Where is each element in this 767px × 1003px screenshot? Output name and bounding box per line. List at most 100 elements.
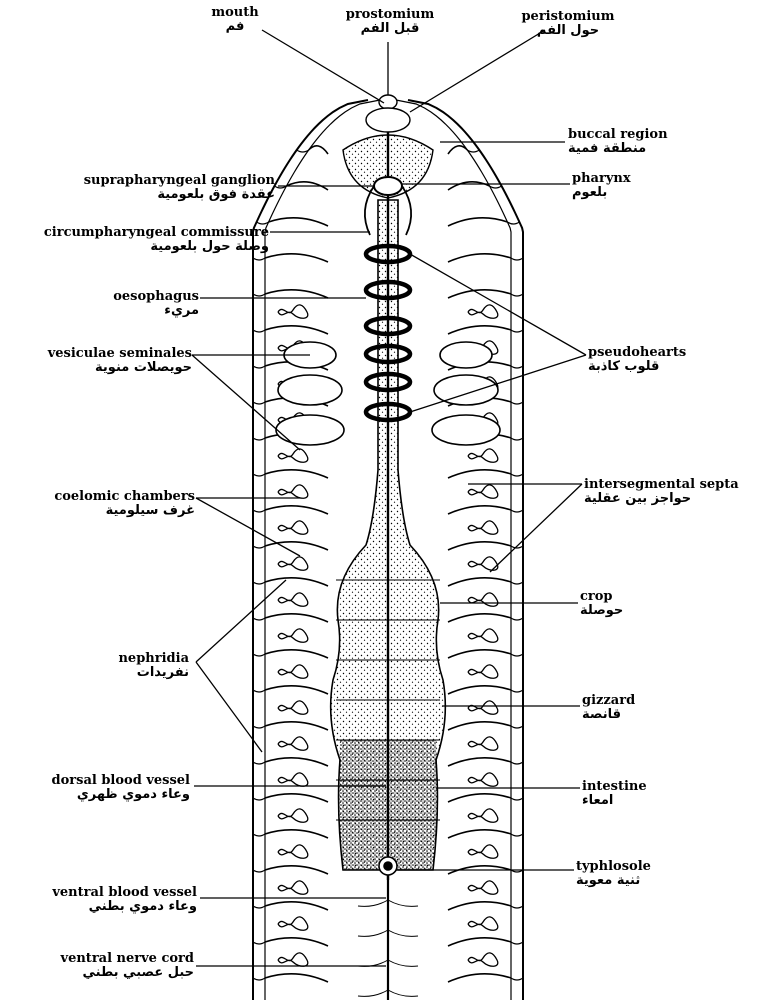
coelomic-chambers-label-ar: غرف سيلومية <box>54 504 195 518</box>
nephridium-coil <box>468 737 498 750</box>
septum-left <box>265 650 328 658</box>
label-coelomic-chambers: coelomic chambers غرف سيلومية <box>54 490 195 517</box>
ventral-blood-vessel-label-ar: وعاء دموي بطني <box>52 900 197 914</box>
septum-left <box>265 722 328 730</box>
leader-peristomium <box>410 30 545 112</box>
peristomium-label-ar: حول الفم <box>508 24 628 38</box>
prostomium-label-ar: قبل الفم <box>335 22 445 36</box>
buccal-region-label-ar: منطقة فمية <box>568 142 668 156</box>
septum-left <box>265 974 328 982</box>
label-gizzard: gizzard قانصة <box>582 694 635 721</box>
label-pseudohearts: pseudohearts قلوب كاذبة <box>588 346 686 373</box>
prostomium-label-en: prostomium <box>335 8 445 22</box>
nephridium-coil <box>468 449 498 462</box>
alimentary-canal <box>331 110 446 1000</box>
seminal-vesicle-left <box>278 375 342 405</box>
segment-furrow-right <box>511 978 523 980</box>
septum-left <box>265 866 328 874</box>
intersegmental-septa-label-ar: حواجز بين عقلية <box>584 492 739 506</box>
suprapharyngeal-ganglion-shape <box>374 177 402 195</box>
label-pharynx: pharynx بلعوم <box>572 172 631 199</box>
segment-furrow-right <box>511 798 523 800</box>
segment-furrow-left <box>253 366 265 368</box>
nephridia-label-ar: نفريدات <box>118 666 189 680</box>
segment-furrow-right <box>511 366 523 368</box>
nephridia-label-en: nephridia <box>118 652 189 666</box>
leader-nephridia-1 <box>196 580 286 662</box>
nephridium-coil <box>468 521 498 534</box>
coelomic-chambers-label-en: coelomic chambers <box>54 490 195 504</box>
nephridium-coil <box>278 809 308 822</box>
label-peristomium: peristomium حول الفم <box>508 10 628 37</box>
peristomium-label-en: peristomium <box>508 10 628 24</box>
septum-left <box>265 794 328 802</box>
segment-furrow-right <box>511 510 523 512</box>
segment-furrow-right <box>511 762 523 764</box>
crop-label-ar: حوصلة <box>580 604 623 618</box>
septum-left <box>265 542 328 550</box>
septum-right <box>448 722 511 730</box>
pharynx-label-en: pharynx <box>572 172 631 186</box>
septum-right <box>448 146 467 154</box>
nephridium-coil <box>278 701 308 714</box>
nephridium-coil <box>468 629 498 642</box>
segment-furrow-left <box>257 222 269 224</box>
circumpharyngeal-commissure-label-en: circumpharyngeal commissure <box>44 226 269 240</box>
suprapharyngeal-ganglion-label-en: suprapharyngeal ganglion <box>84 174 275 188</box>
segment-furrow-left <box>253 510 265 512</box>
leader-vesiculae-seminales-2 <box>192 355 300 450</box>
segment-furrow-left <box>253 402 265 404</box>
segment-furrow-left <box>253 906 265 908</box>
nephridium-coil <box>468 593 498 606</box>
ventral-nerve-cord-label-ar: حبل عصبي بطني <box>61 966 194 980</box>
septum-right <box>448 650 511 658</box>
nephridium-coil <box>278 917 308 930</box>
typhlosole-label-en: typhlosole <box>576 860 651 874</box>
septum-left <box>265 326 328 334</box>
mouth-label-en: mouth <box>200 6 270 20</box>
septum-left <box>265 254 328 262</box>
segment-furrow-left <box>253 330 265 332</box>
segment-furrow-right <box>511 906 523 908</box>
label-vesiculae-seminales: vesiculae seminales حويصلات منوية <box>48 347 192 374</box>
label-oesophagus: oesophagus مريء <box>113 290 199 317</box>
segment-furrow-left <box>253 258 265 260</box>
segment-furrow-left <box>253 654 265 656</box>
pseudohearts-label-ar: قلوب كاذبة <box>588 360 686 374</box>
septum-left <box>309 146 328 154</box>
seminal-vesicle-right <box>440 342 492 368</box>
nephridium-coil <box>468 305 498 318</box>
nerve-branch-right <box>388 930 418 936</box>
label-nephridia: nephridia نفريدات <box>118 652 189 679</box>
septum-left <box>265 830 328 838</box>
crop-label-en: crop <box>580 590 623 604</box>
segment-furrow-right <box>511 582 523 584</box>
segment-furrow-left <box>253 762 265 764</box>
label-ventral-nerve-cord: ventral nerve cord حبل عصبي بطني <box>61 952 194 979</box>
segment-furrow-right <box>511 618 523 620</box>
segment-furrow-right <box>511 330 523 332</box>
septum-right <box>448 182 490 190</box>
segment-furrow-right <box>511 294 523 296</box>
septum-left <box>265 902 328 910</box>
septum-right <box>448 218 507 226</box>
septum-right <box>448 974 511 982</box>
leader-intersegmental-septa-2 <box>490 484 582 572</box>
nephridium-coil <box>278 305 308 318</box>
typhlosole-label-ar: ثنية معوية <box>576 874 651 888</box>
nephridium-coil <box>468 665 498 678</box>
nephridium-coil <box>468 701 498 714</box>
dorsal-blood-vessel-label-en: dorsal blood vessel <box>52 774 190 788</box>
segment-furrow-right <box>511 690 523 692</box>
nerve-branch-right <box>388 960 418 966</box>
septum-right <box>448 794 511 802</box>
nephridium-coil <box>278 593 308 606</box>
seminal-vesicle-right <box>432 415 500 445</box>
septum-right <box>448 542 511 550</box>
leader-mouth <box>262 30 384 103</box>
dorsal-blood-vessel-label-ar: وعاء دموي ظهري <box>52 788 190 802</box>
nephridium-coil <box>468 809 498 822</box>
label-prostomium: prostomium قبل الفم <box>335 8 445 35</box>
septum-left <box>265 578 328 586</box>
septum-left <box>265 290 328 298</box>
